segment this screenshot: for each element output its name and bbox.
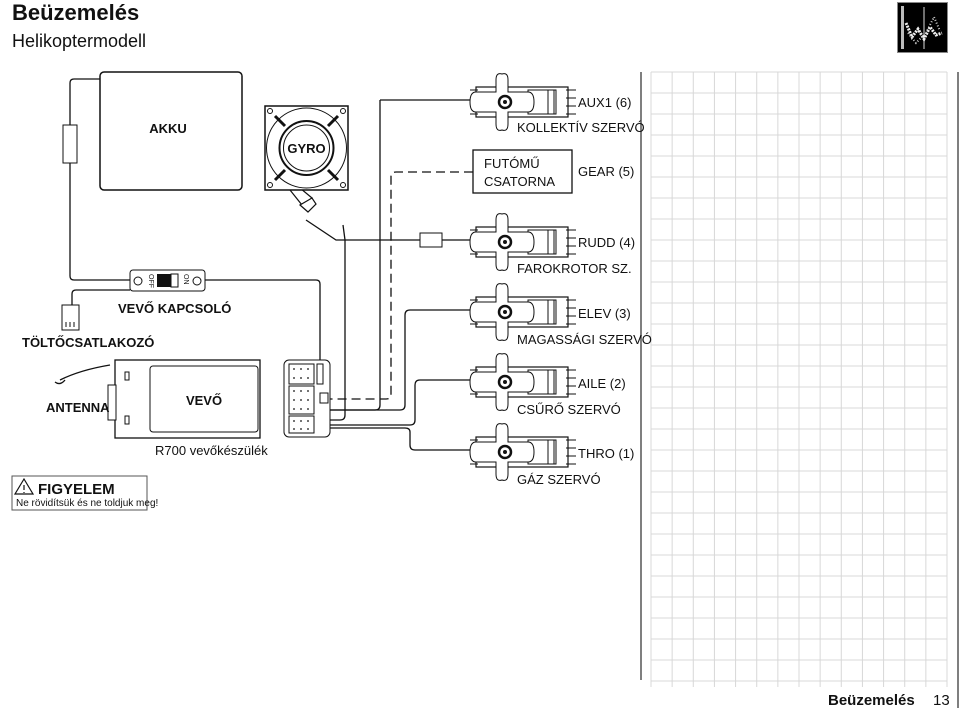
- warning-text: Ne rövidítsük és ne toldjuk meg!: [16, 498, 158, 509]
- servo-channel: AILE (2): [578, 376, 626, 391]
- receiver-switch[interactable]: OFF ON: [129, 269, 206, 292]
- gyro-unit: GYRO: [264, 105, 349, 191]
- battery-box: [99, 71, 243, 191]
- gyro-connector: [419, 232, 443, 248]
- footer-section: Beüzemelés: [828, 692, 915, 709]
- warning-box: FIGYELEM Ne rövidítsük és ne toldjuk meg…: [11, 475, 158, 511]
- antenna-label: ANTENNA: [46, 400, 110, 415]
- servo-name: KOLLEKTÍV SZERVÓ: [517, 120, 645, 135]
- servo-name: MAGASSÁGI SZERVÓ: [517, 332, 652, 347]
- logo-image: [897, 2, 948, 53]
- servo-channel: ELEV (3): [578, 306, 631, 321]
- gear-channel-box: [472, 149, 573, 194]
- switch-off-label: OFF: [147, 274, 154, 288]
- battery-label: AKKU: [149, 121, 187, 136]
- warning-triangle-icon: [13, 477, 35, 495]
- switch-on-label: ON: [182, 274, 189, 285]
- gyro-cable: [288, 187, 317, 213]
- charge-label: TÖLTŐCSATLAKOZÓ: [22, 335, 154, 350]
- servo-aile: AILE (2) CSŰRŐ SZERVÓ: [470, 354, 626, 417]
- servo-name: GÁZ SZERVÓ: [517, 472, 601, 487]
- servo-aux1: AUX1 (6) KOLLEKTÍV SZERVÓ: [470, 74, 645, 135]
- gear-channel-label: GEAR (5): [578, 164, 634, 179]
- receiver-label: VEVŐ: [186, 393, 222, 408]
- servo-name: CSŰRŐ SZERVÓ: [517, 402, 621, 417]
- servo-channel: THRO (1): [578, 446, 634, 461]
- gear-box-line2: CSATORNA: [484, 174, 555, 189]
- servo-name: FAROKROTOR SZ.: [517, 261, 632, 276]
- receiver-unit: VEVŐ: [107, 359, 261, 439]
- battery-connector: [62, 124, 78, 164]
- servo-rudd: RUDD (4) FAROKROTOR SZ.: [470, 214, 635, 276]
- warning-title: FIGYELEM: [38, 481, 115, 498]
- logo-pattern: [901, 6, 943, 49]
- switch-label: VEVŐ KAPCSOLÓ: [118, 301, 231, 316]
- receiver-model-label: R700 vevőkészülék: [155, 443, 268, 458]
- page-number: 13: [933, 692, 950, 709]
- gear-box-line1: FUTÓMŰ: [484, 156, 540, 171]
- notes-grid: [650, 71, 948, 687]
- page-title: Beüzemelés: [12, 0, 140, 25]
- receiver-port-block: [283, 359, 331, 438]
- servo-elev: ELEV (3) MAGASSÁGI SZERVÓ: [470, 284, 652, 347]
- wires: [54, 78, 492, 451]
- servo-thro: THRO (1) GÁZ SZERVÓ: [470, 424, 634, 487]
- gyro-label: GYRO: [287, 141, 325, 156]
- servo-channel: RUDD (4): [578, 235, 635, 250]
- servo-channel: AUX1 (6): [578, 95, 631, 110]
- page-subtitle: Helikoptermodell: [12, 31, 147, 51]
